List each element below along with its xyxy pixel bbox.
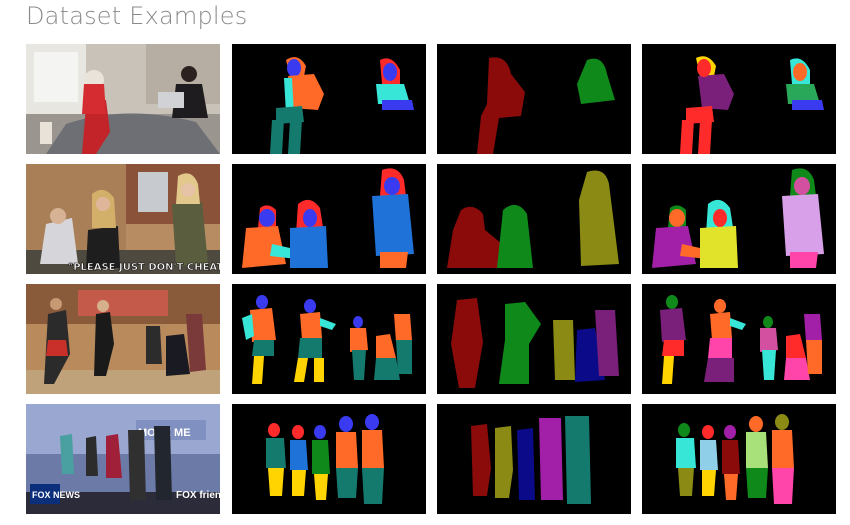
fox-news-logo: FOX NEWS [32,490,80,500]
row3-original-image [26,284,220,394]
subtitle-caption: "PLEASE JUST DON'T CHEAT." [68,262,220,273]
page-title: Dataset Examples [26,2,248,30]
row1-mixed-mask [642,44,836,154]
row4-instance-mask [437,404,631,514]
row4-part-mask [232,404,426,514]
row1-original-image [26,44,220,154]
row1-part-mask [232,44,426,154]
row3-mixed-mask [642,284,836,394]
row3-part-mask [232,284,426,394]
row2-mixed-mask [642,164,836,274]
row2-instance-mask [437,164,631,274]
row4-mixed-mask [642,404,836,514]
fox-friends-logo: FOX friends [176,490,220,501]
row2-original-image: "PLEASE JUST DON'T CHEAT." [26,164,220,274]
row3-instance-mask [437,284,631,394]
row1-instance-mask [437,44,631,154]
row4-original-image: MORE ME FOX NEWS FOX friends [26,404,220,514]
row2-part-mask [232,164,426,274]
